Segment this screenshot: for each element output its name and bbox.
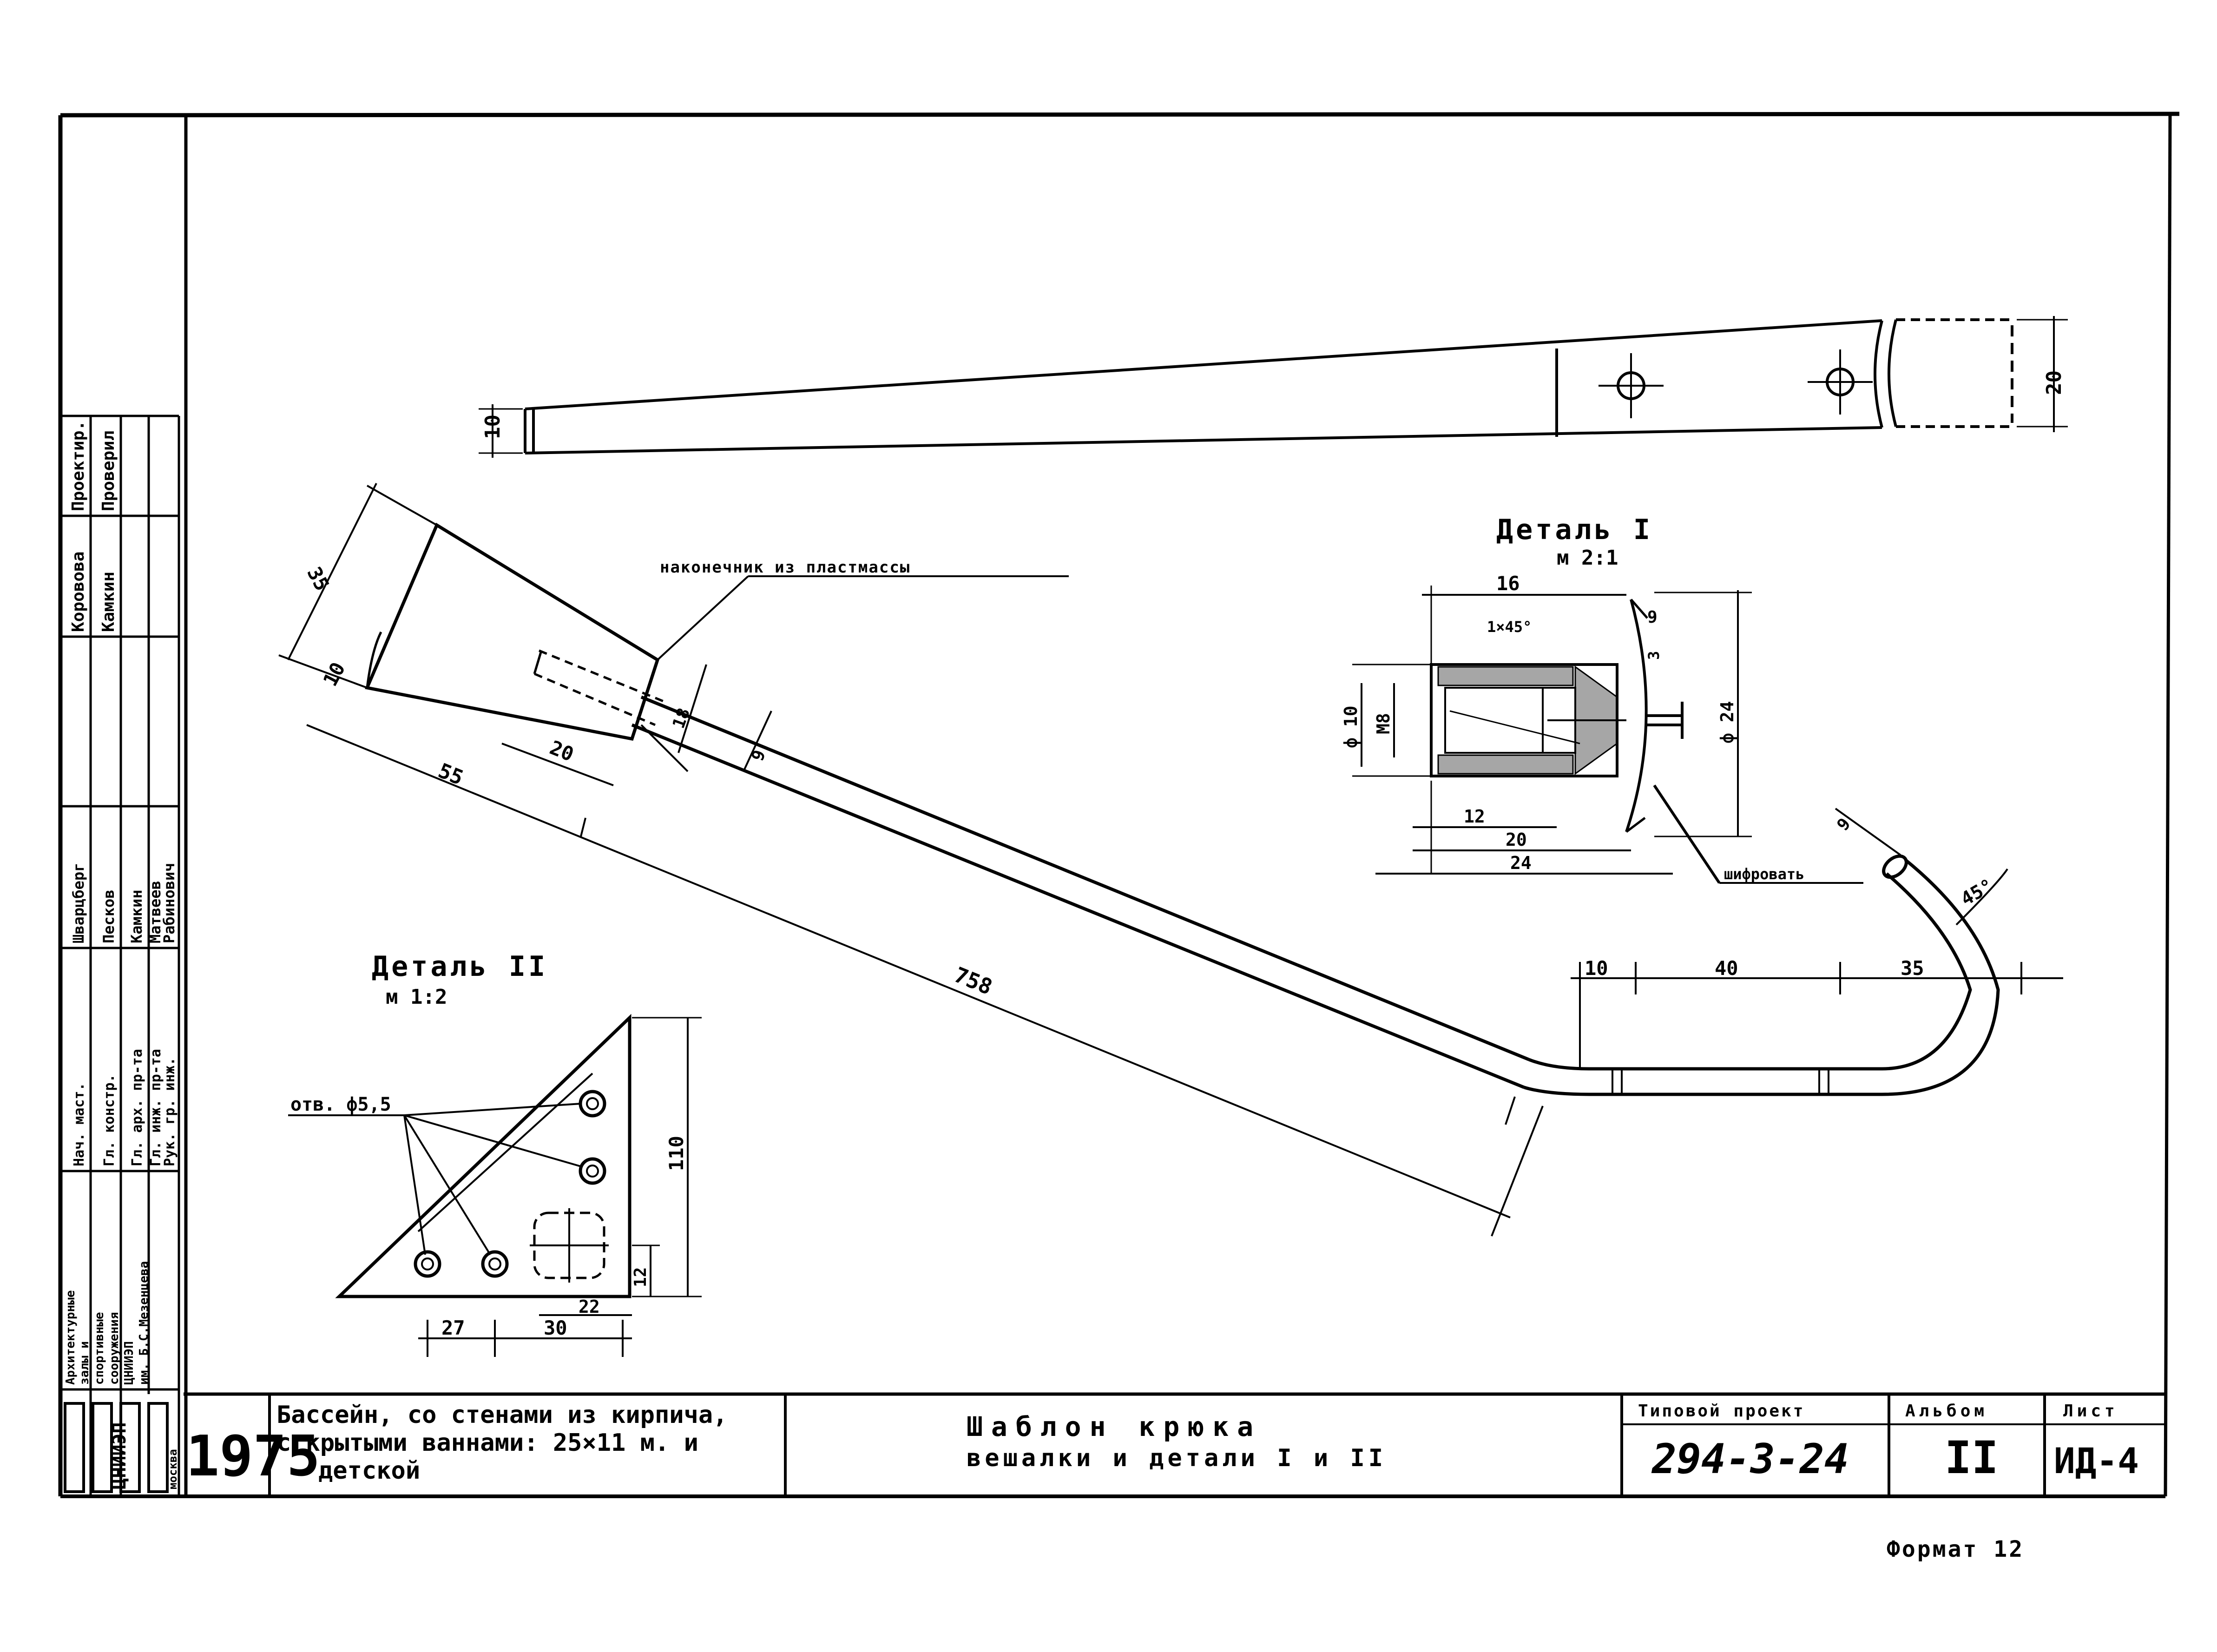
detail-2-dim-30: 30 xyxy=(544,1316,567,1339)
detail-1-dim-9: 9 xyxy=(1647,608,1658,627)
left-stamp xyxy=(60,415,180,1496)
detail-2-dim-27: 27 xyxy=(441,1316,465,1339)
stamp-logo-text: ЦНИИЭП xyxy=(109,1422,130,1490)
stamp-city: москва xyxy=(166,1449,179,1489)
stamp-name-2: Песков xyxy=(100,889,118,943)
stamp-name-1: Шварцберг xyxy=(70,863,87,943)
stamp-org-2: залы и xyxy=(78,1341,92,1385)
hook-dim-35: 35 xyxy=(303,563,334,595)
hook-dim-bend-10: 10 xyxy=(1585,957,1608,980)
stamp-role-top-1: Проектир. xyxy=(69,421,88,511)
stamp-role-4: Гл. инж. пр-та xyxy=(148,1049,164,1166)
stamp-org-4: сооружения xyxy=(107,1312,121,1385)
stamp-name-3: Камкин xyxy=(128,889,145,943)
title-album-value: II xyxy=(1945,1432,1999,1484)
hook-dim-35b: 35 xyxy=(1901,957,1924,980)
title-sheet-2: вешалки и детали I и II xyxy=(967,1444,1387,1472)
detail-1-phi24: ф 24 xyxy=(1717,701,1737,744)
sheet-frame xyxy=(58,112,2180,1498)
detail-1-labels: Деталь I м 2:1 16 1×45° 9 3 ф 10 М8 ф 24… xyxy=(1341,513,1804,883)
title-project-desc-3: детской xyxy=(318,1457,420,1485)
stamp-name-top-1: Коровова xyxy=(69,552,88,632)
stamp-org-3: спортивные xyxy=(92,1312,106,1385)
title-type-label: Типовой проект xyxy=(1638,1402,1805,1421)
title-year: 1975 xyxy=(186,1424,320,1489)
title-project-desc-1: Бассейн, со стенами из кирпича, xyxy=(276,1401,728,1429)
detail-1-title: Деталь I xyxy=(1496,513,1653,546)
detail-1-dim-3: 3 xyxy=(1645,651,1663,660)
stamp-name-5: Рабинович xyxy=(160,863,178,943)
stamp-role-3: Гл. арх. пр-та xyxy=(129,1049,145,1166)
stamp-name-top-2: Камкин xyxy=(99,572,118,632)
hook-dim-758: 758 xyxy=(951,962,996,1000)
top-view-bar xyxy=(479,316,2068,458)
detail-1-dim-12: 12 xyxy=(1464,806,1485,827)
title-block xyxy=(268,1394,2165,1496)
detail-2-dim-22: 22 xyxy=(579,1297,600,1317)
stamp-role-5: Рук. гр. инж. xyxy=(162,1057,178,1166)
hook-dimensions xyxy=(278,483,2063,1237)
stamp-org-6: им. Б.С.Мезенцева xyxy=(137,1261,151,1385)
stamp-org-1: Архитектурные xyxy=(64,1290,78,1385)
title-block-text: 1975 Бассейн, со стенами из кирпича, с к… xyxy=(186,1401,2139,1562)
detail-2-scale: м 1:2 xyxy=(386,985,447,1009)
left-stamp-text: Проектир. Проверил Коровова Камкин Шварц… xyxy=(64,421,179,1489)
detail-1-phi10: ф 10 xyxy=(1341,705,1361,748)
detail-1-m8: М8 xyxy=(1373,713,1394,734)
hook-dim-40: 40 xyxy=(1715,957,1738,980)
detail-2-holes: отв. ф5,5 xyxy=(290,1094,391,1115)
detail-1-drawing xyxy=(1352,586,1863,884)
hook-dim-55: 55 xyxy=(435,759,467,790)
hook-dim-9: 9 xyxy=(748,748,770,763)
detail-1-dim-16: 16 xyxy=(1496,572,1520,595)
format-note: Формат 12 xyxy=(1887,1536,2024,1562)
hook-labels: наконечник из пластмассы 35 10 55 20 18 … xyxy=(303,558,1997,1000)
hook-dim-10a: 10 xyxy=(319,658,350,690)
title-sheet-value: ИД-4 xyxy=(2054,1440,2139,1481)
title-type-value: 294-3-24 xyxy=(1651,1435,1849,1483)
stamp-name-4: Матвеев xyxy=(146,881,164,943)
detail-1-scale: м 2:1 xyxy=(1557,546,1618,570)
detail-2-labels: Деталь II м 1:2 отв. ф5,5 110 22 12 27 3… xyxy=(290,950,688,1339)
detail-1-note: шифровать xyxy=(1724,865,1804,883)
detail-1-dim-20: 20 xyxy=(1506,829,1527,850)
detail-2-drawing xyxy=(288,1014,702,1357)
title-sheet-label: Лист xyxy=(2063,1402,2118,1421)
stamp-org-5: ЦНИИЭП xyxy=(122,1341,136,1385)
title-project-desc-2: с крытыми ваннами: 25×11 м. и xyxy=(276,1429,698,1457)
hook-tip-label: наконечник из пластмассы xyxy=(660,558,910,577)
top-dim-10: 10 xyxy=(481,415,505,439)
detail-2-dim-110: 110 xyxy=(665,1136,688,1171)
detail-2-dim-12: 12 xyxy=(631,1267,650,1287)
stamp-role-2: Гл. констр. xyxy=(101,1074,118,1166)
title-sheet-1: Шаблон крюка xyxy=(967,1411,1262,1442)
stamp-role-1: Нач. маст. xyxy=(71,1082,87,1166)
detail-1-chamfer: 1×45° xyxy=(1487,618,1532,636)
hook-dim-9b: 9 xyxy=(1833,815,1854,835)
detail-1-dim-24: 24 xyxy=(1510,853,1532,873)
stamp-role-top-2: Проверил xyxy=(99,431,118,511)
detail-2-title: Деталь II xyxy=(372,950,548,983)
top-dim-20: 20 xyxy=(2042,370,2066,395)
hook-side-view xyxy=(365,522,2000,1096)
title-album-label: Альбом xyxy=(1905,1402,1988,1421)
